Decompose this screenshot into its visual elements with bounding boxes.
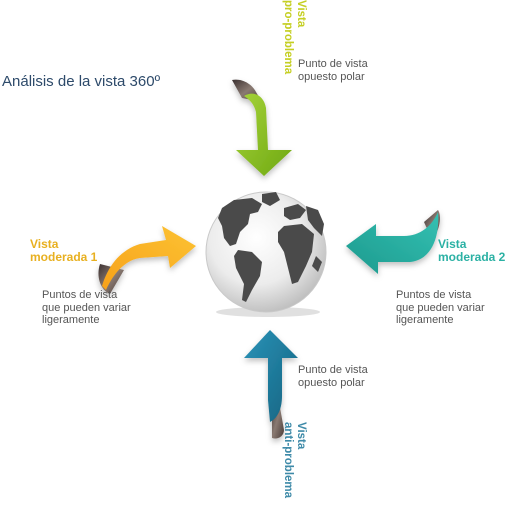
page-title: Análisis de la vista 360º: [2, 73, 161, 90]
label-anti-problema: Vista anti-problema: [282, 422, 308, 499]
desc-anti-problema: Punto de vista opuesto polar: [298, 364, 368, 389]
arrow-right-icon: [98, 226, 196, 294]
desc-moderada-2: Puntos de vista que pueden variar ligera…: [396, 289, 485, 326]
arrow-down-icon: [232, 79, 292, 176]
label-moderada-2: Vista moderada 2: [438, 237, 506, 264]
globe-icon: [205, 191, 327, 317]
arrow-up-icon: [244, 330, 298, 439]
desc-moderada-1: Puntos de vista que pueden variar ligera…: [42, 289, 131, 326]
label-moderada-1: Vista moderada 1: [30, 237, 98, 264]
desc-pro-problema: Punto de vista opuesto polar: [298, 58, 368, 83]
arrow-left-icon: [346, 210, 440, 274]
